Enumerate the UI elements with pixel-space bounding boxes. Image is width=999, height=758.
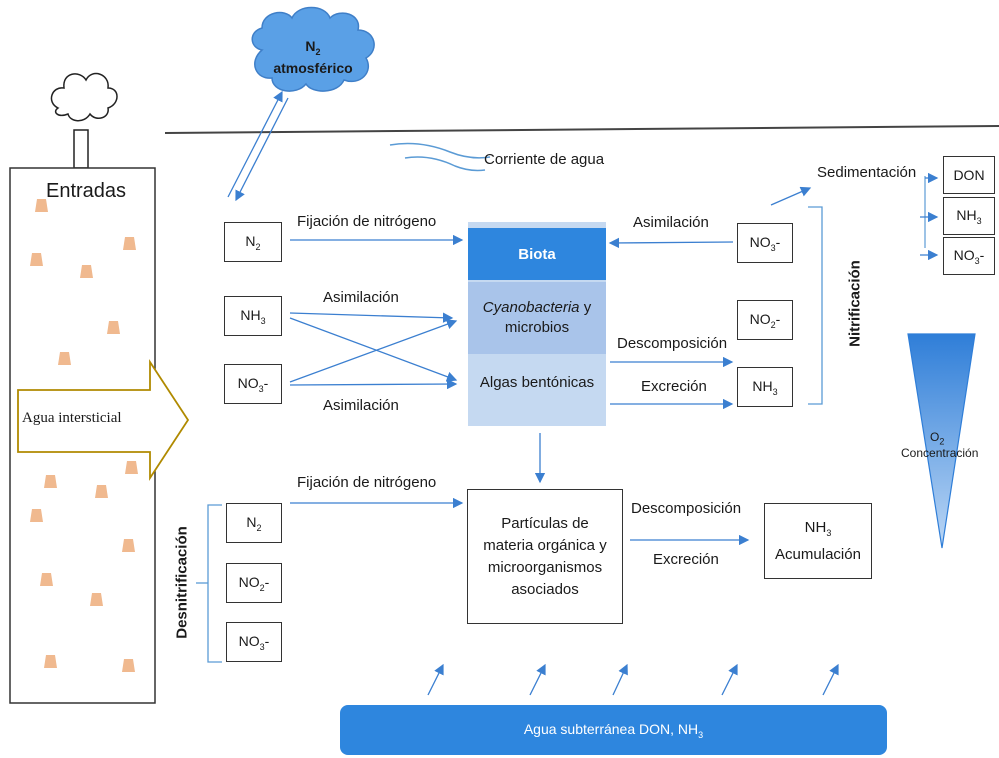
label-excrecion-bottom: Excreción	[653, 551, 719, 568]
nitrificacion-bracket	[808, 206, 823, 405]
interstitial-arrow	[17, 358, 190, 482]
right-box-no2: NO2-	[737, 300, 793, 340]
interstitial-label: Agua intersticial	[22, 410, 122, 426]
cloud-shape	[251, 6, 375, 92]
groundwater-bar: Agua subterránea DON, NH3	[340, 705, 887, 755]
arrow-cloud-to-n2	[235, 97, 289, 202]
label-asimilacion-right: Asimilación	[633, 214, 709, 231]
right-box-no3: NO3-	[737, 223, 793, 263]
sediment-cones	[30, 199, 138, 672]
biota-box: Biota	[468, 228, 606, 280]
label-descomposicion-right: Descomposición	[617, 335, 728, 352]
current-squiggle-1	[389, 142, 491, 159]
left-box-no3: NO3-	[224, 364, 282, 404]
o2-label: O2	[930, 430, 945, 447]
arrow-nh3-asim	[289, 312, 454, 323]
nitrificacion-label: Nitrificación	[846, 260, 864, 347]
o2-concentration-label: Concentración	[901, 446, 979, 460]
label-sedimentacion: Sedimentación	[817, 164, 917, 181]
cloud-label: N2 atmosférico	[273, 38, 353, 76]
arrow-asim-right	[608, 237, 734, 249]
arrow-no3-asim	[289, 378, 458, 390]
label-asimilacion-bottom: Asimilación	[323, 397, 399, 414]
label-fijacion-2: Fijación de nitrógeno	[297, 474, 437, 491]
particles-box: Partículas de materia orgánica y microor…	[467, 489, 623, 624]
tree-shape	[50, 72, 118, 169]
algas-box: Algas bentónicas	[468, 362, 606, 402]
denit-box-no2: NO2-	[226, 563, 282, 603]
far-right-box-nh3: NH3	[943, 197, 995, 235]
desnitrificacion-label: Desnitrificación	[173, 526, 191, 639]
label-descomposicion-bottom: Descomposición	[631, 500, 742, 517]
current-label: Corriente de agua	[484, 151, 605, 168]
right-box-nh3: NH3	[737, 367, 793, 407]
left-box-n2: N2	[224, 222, 282, 262]
label-excrecion-right: Excreción	[641, 378, 707, 395]
arrow-to-sedimentacion	[770, 186, 812, 206]
label-asimilacion-top: Asimilación	[323, 289, 399, 306]
o2-triangle	[907, 333, 976, 549]
arrow-nh3-algas	[289, 317, 458, 382]
left-box-nh3: NH3	[224, 296, 282, 336]
arrow-n2-to-cloud	[227, 90, 283, 198]
accumulation-box: NH3 Acumulación	[764, 503, 872, 579]
desnitrificacion-bracket	[207, 504, 222, 663]
denit-box-n2: N2	[226, 503, 282, 543]
far-right-box-don: DON	[943, 156, 995, 194]
label-fijacion-1: Fijación de nitrógeno	[297, 213, 437, 230]
cyanobacteria-box: Cyanobacteria y microbios	[468, 282, 606, 354]
entradas-title: Entradas	[46, 180, 127, 202]
denit-box-no3: NO3-	[226, 622, 282, 662]
water-surface-line	[164, 125, 999, 134]
arrow-no3-cyano	[289, 319, 458, 383]
far-right-box-no3: NO3-	[943, 237, 995, 275]
current-squiggle-2	[404, 156, 486, 172]
